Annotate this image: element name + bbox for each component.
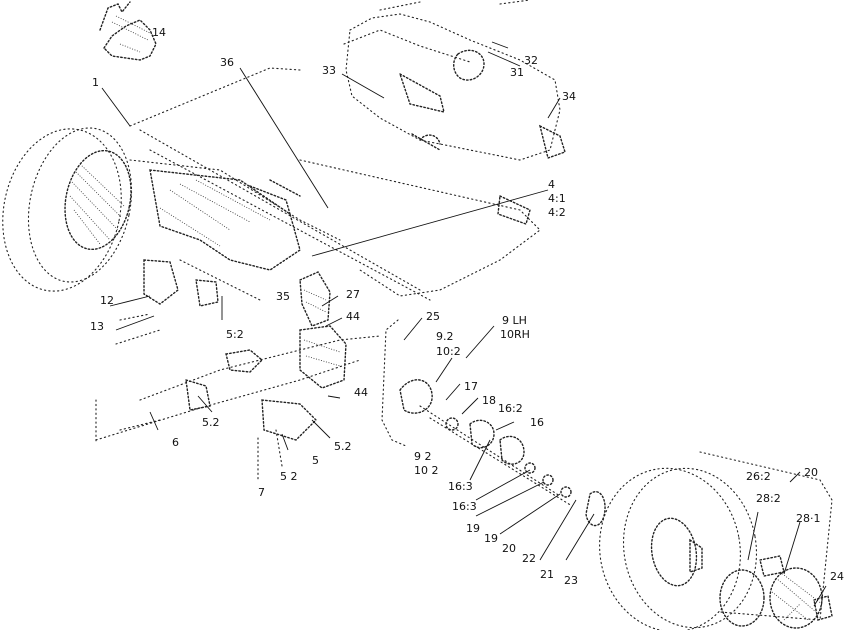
lower-frame — [95, 271, 381, 483]
label-21: 21 — [540, 568, 554, 581]
label-10-2-top: 10:2 — [436, 345, 461, 358]
label-23: 23 — [564, 574, 578, 587]
label-34: 34 — [562, 90, 576, 103]
label-13: 13 — [90, 320, 104, 333]
label-5-2-left: 5.2 — [202, 416, 220, 429]
label-9-lh: 9 LH — [502, 314, 527, 327]
label-4-1: 4:1 — [548, 192, 566, 205]
label-7: 7 — [258, 486, 265, 499]
label-5-2-bottom: 5 2 — [280, 470, 298, 483]
label-4: 4 — [548, 178, 555, 191]
label-28-2: 28:2 — [756, 492, 781, 505]
label-35: 35 — [276, 290, 290, 303]
main-frame — [115, 67, 431, 345]
right-hub-brake — [699, 451, 833, 629]
spindle-hub-assembly — [381, 319, 606, 527]
label-4-2: 4:2 — [548, 206, 566, 219]
label-12: 12 — [100, 294, 114, 307]
long-bar-4 — [299, 159, 541, 297]
label-26-2: 26:2 — [746, 470, 771, 483]
callout-labels: 14 1 36 33 32 31 34 4 4:1 4:2 12 13 5:2 … — [90, 26, 844, 587]
label-16-3-b: 16:3 — [452, 500, 477, 513]
label-10-rh: 10RH — [500, 328, 530, 341]
label-9-2-top: 9.2 — [436, 330, 454, 343]
label-22: 22 — [522, 552, 536, 565]
label-32: 32 — [524, 54, 538, 67]
label-16-3-a: 16:3 — [448, 480, 473, 493]
upper-bracket-assembly — [343, 0, 566, 161]
label-20-right: 20 — [804, 466, 818, 479]
label-9-2-bottom: 9 2 — [414, 450, 432, 463]
label-17: 17 — [464, 380, 478, 393]
label-19-b: 19 — [484, 532, 498, 545]
label-28-1: 28·1 — [796, 512, 821, 525]
label-36: 36 — [220, 56, 234, 69]
label-27: 27 — [346, 288, 360, 301]
label-14: 14 — [152, 26, 166, 39]
label-20: 20 — [502, 542, 516, 555]
part-14-assembly — [99, 1, 157, 61]
label-16: 16 — [530, 416, 544, 429]
label-31: 31 — [510, 66, 524, 79]
label-5-2-top: 5:2 — [226, 328, 244, 341]
left-wheel — [2, 127, 133, 292]
label-16-2: 16:2 — [498, 402, 523, 415]
label-19: 19 — [466, 522, 480, 535]
label-25: 25 — [426, 310, 440, 323]
label-5-2-right: 5.2 — [334, 440, 352, 453]
label-44-top: 44 — [346, 310, 360, 323]
label-5: 5 — [312, 454, 319, 467]
label-18: 18 — [482, 394, 496, 407]
label-6: 6 — [172, 436, 179, 449]
label-10-2-bottom: 10 2 — [414, 464, 439, 477]
right-wheel — [599, 467, 758, 630]
label-44-mid: 44 — [354, 386, 368, 399]
label-1: 1 — [92, 76, 99, 89]
leader-lines — [101, 41, 827, 607]
label-24: 24 — [830, 570, 844, 583]
label-33: 33 — [322, 64, 336, 77]
